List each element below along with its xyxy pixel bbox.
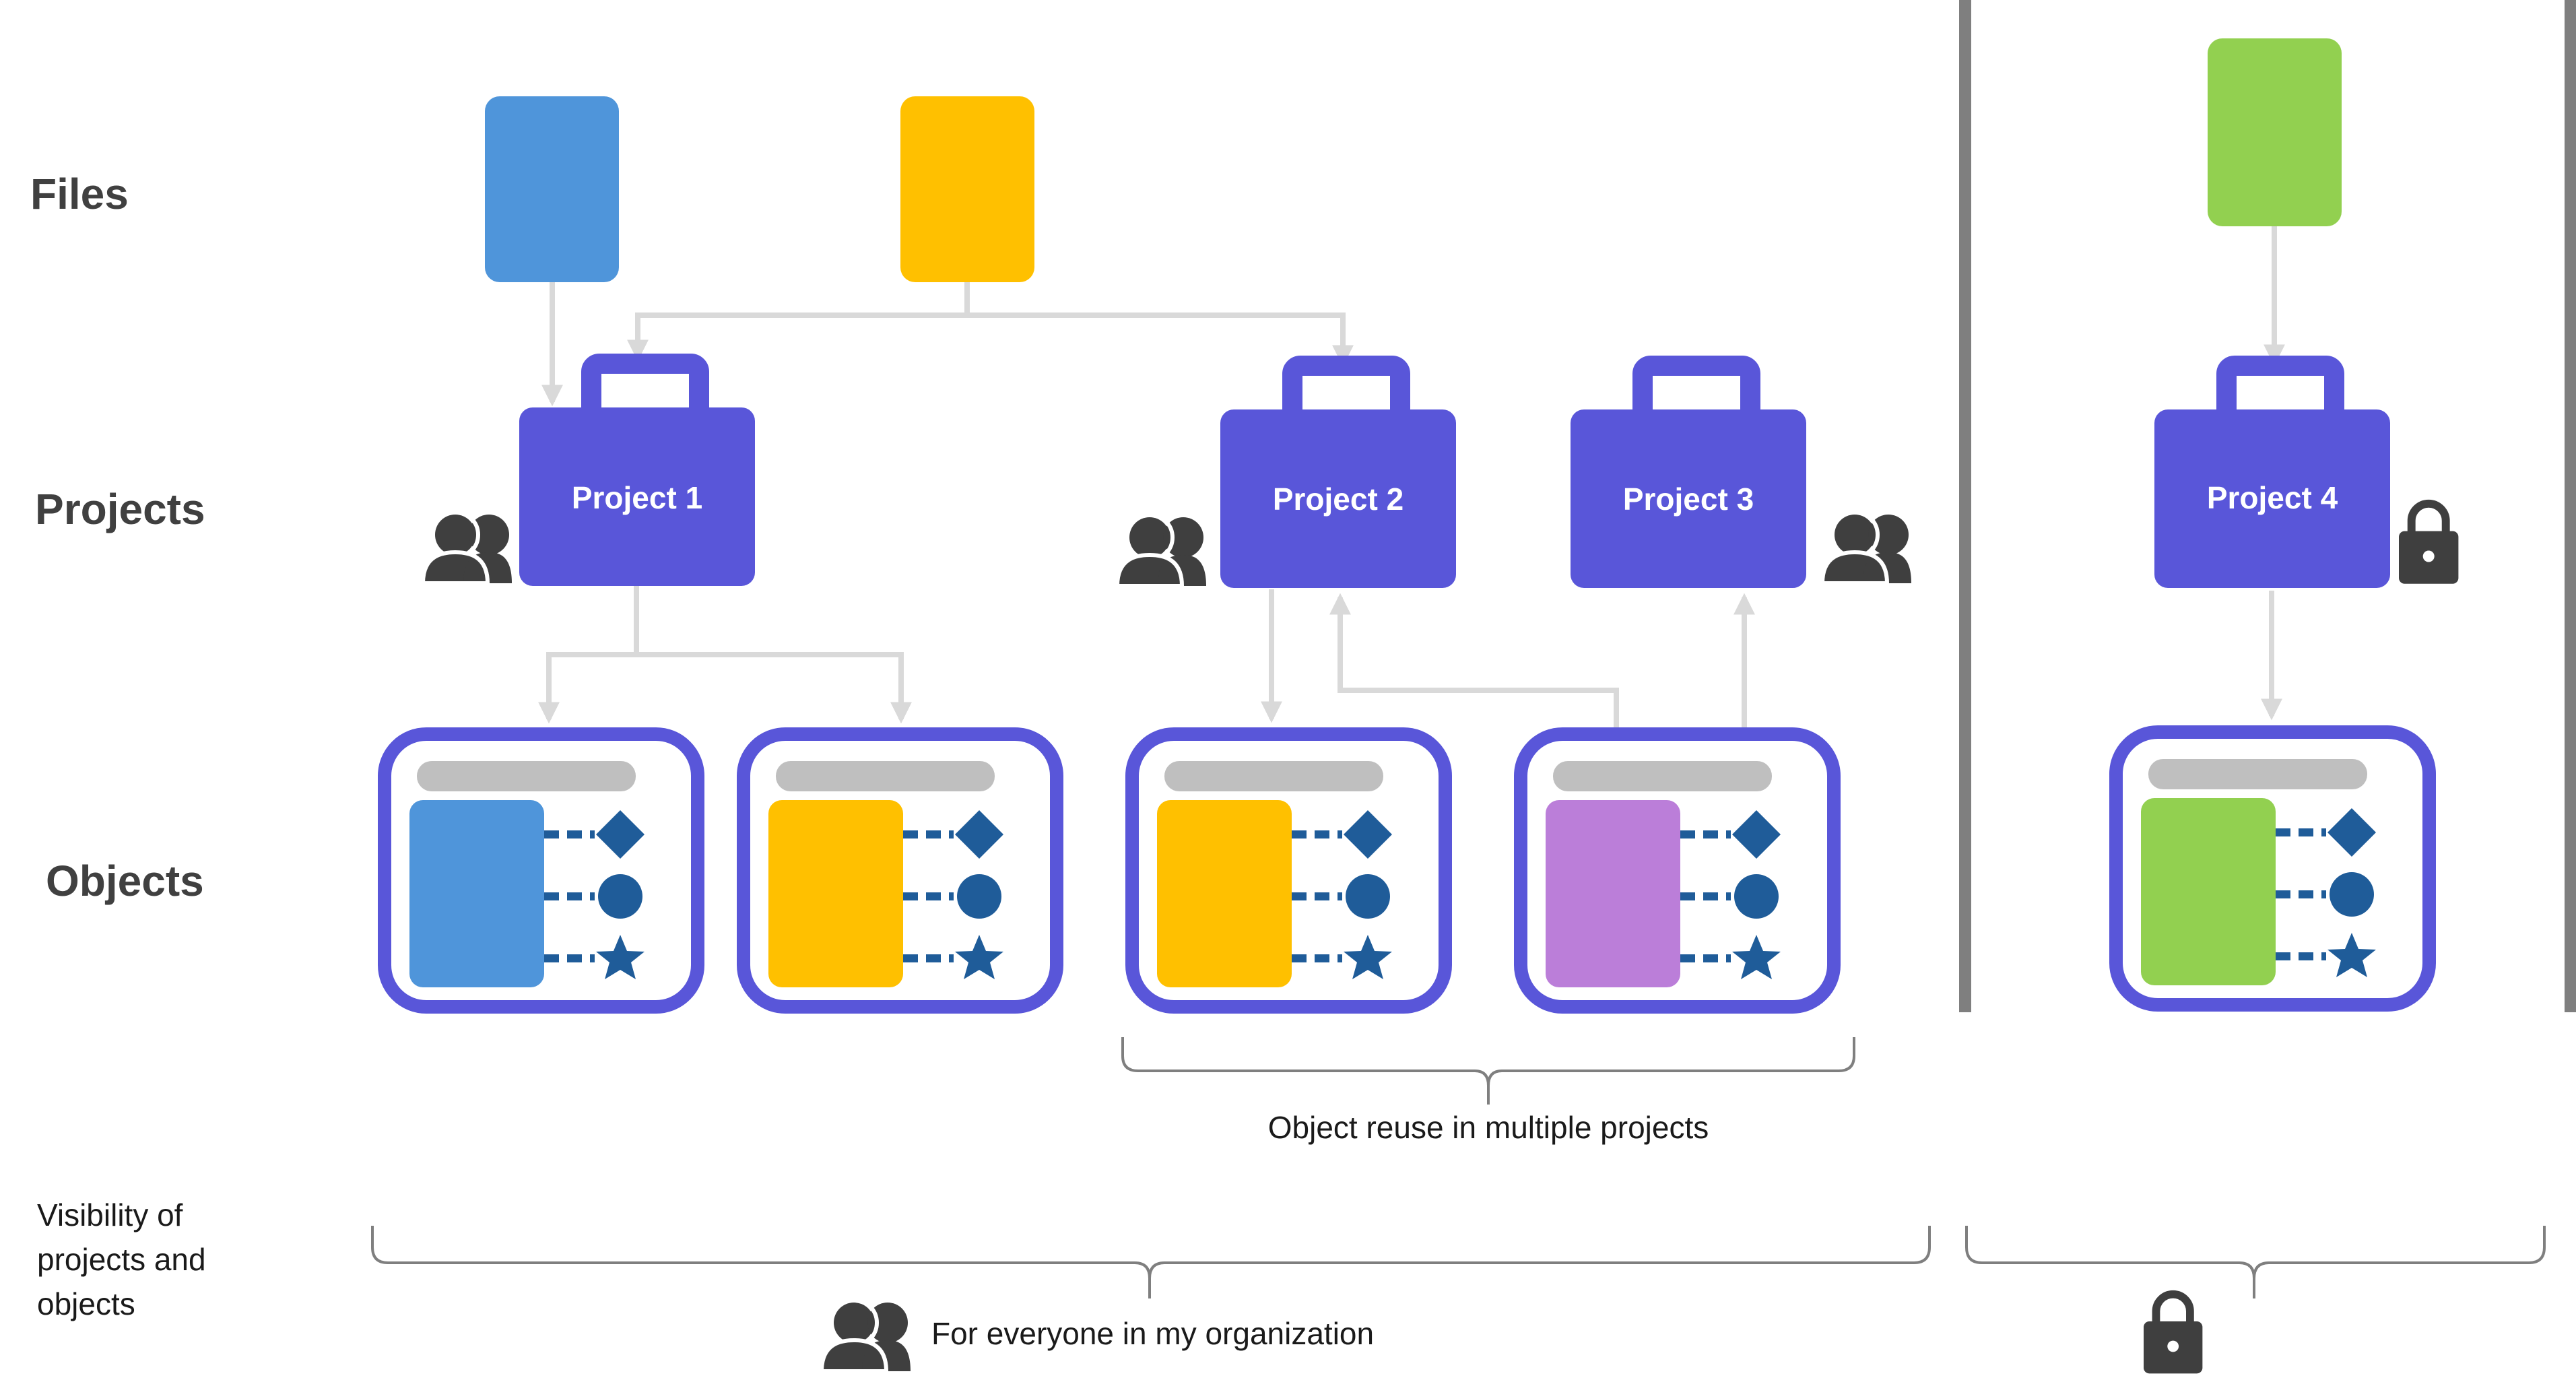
file-green: [2208, 38, 2342, 226]
file-yellow: [900, 96, 1034, 282]
visibility-label-line-2: projects and: [37, 1242, 206, 1277]
project-2-label: Project 2: [1273, 482, 1403, 517]
project-3-label: Project 3: [1623, 482, 1754, 517]
project-4-label: Project 4: [2207, 480, 2338, 515]
people-icon: [423, 512, 512, 583]
everyone-note: For everyone in my organization: [931, 1316, 1374, 1351]
people-icon: [822, 1300, 911, 1371]
row-label-files: Files: [30, 170, 129, 218]
project-2[interactable]: Project 2: [1220, 366, 1456, 588]
row-label-projects: Projects: [35, 485, 205, 533]
connectors: [538, 226, 2285, 731]
row-label-objects: Objects: [46, 857, 204, 905]
private-brace: [1965, 1226, 2546, 1298]
project-1-label: Project 1: [572, 480, 702, 515]
project-4[interactable]: Project 4: [2154, 366, 2390, 588]
reuse-brace: [1121, 1037, 1855, 1105]
visibility-label-line-3: objects: [37, 1286, 135, 1321]
lock-icon: [2144, 1294, 2202, 1374]
file-blue: [485, 96, 619, 282]
object-card-3[interactable]: [1125, 727, 1452, 1014]
project-3[interactable]: Project 3: [1571, 366, 1806, 588]
people-icon: [1117, 515, 1206, 586]
visibility-label-line-1: Visibility of: [37, 1197, 183, 1232]
object-card-2[interactable]: [737, 727, 1063, 1014]
people-icon: [1822, 512, 1911, 583]
object-card-1[interactable]: [378, 727, 704, 1014]
everyone-brace: [371, 1226, 1931, 1298]
reuse-note: Object reuse in multiple projects: [1268, 1110, 1709, 1145]
lock-icon: [2399, 504, 2458, 584]
object-card-4[interactable]: [1514, 727, 1841, 1014]
project-1[interactable]: Project 1: [519, 364, 755, 586]
object-card-5[interactable]: [2109, 725, 2436, 1012]
